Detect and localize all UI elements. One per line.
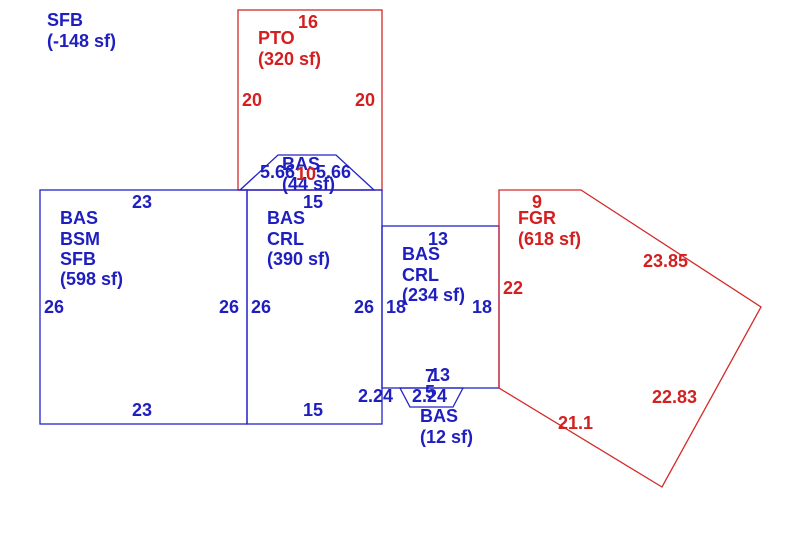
dim-bas-bottom-left: 2.24 bbox=[358, 386, 393, 406]
bsm-area: (598 sf) bbox=[60, 269, 123, 289]
crl-right-area: (234 sf) bbox=[402, 285, 465, 305]
dim-bsm-bottom: 23 bbox=[132, 400, 152, 420]
dim-bsm-left: 26 bbox=[44, 297, 64, 317]
dim-fgr-lower-right: 22.83 bbox=[652, 387, 697, 407]
bsm-label-3: SFB bbox=[60, 249, 96, 269]
bas-top-area: (44 sf) bbox=[282, 174, 335, 194]
bas-bottom-label: BAS bbox=[420, 406, 458, 426]
dim-bsm-top: 23 bbox=[132, 192, 152, 212]
legend-area: (-148 sf) bbox=[47, 31, 116, 51]
crl-mid-label-1: BAS bbox=[267, 208, 305, 228]
dim-crl-right-bottom: 13 bbox=[430, 365, 450, 385]
dim-crl-mid-bottom: 15 bbox=[303, 400, 323, 420]
fgr-area: (618 sf) bbox=[518, 229, 581, 249]
bsm-label-1: BAS bbox=[60, 208, 98, 228]
dim-pto-right: 20 bbox=[355, 90, 375, 110]
bsm-label-2: BSM bbox=[60, 229, 100, 249]
dim-pto-top: 16 bbox=[298, 12, 318, 32]
dim-bas-bottom-mid: 5 bbox=[425, 382, 435, 402]
fgr-area-outline bbox=[498, 189, 762, 488]
dim-pto-left: 20 bbox=[242, 90, 262, 110]
dim-bas-bottom-right: 2.24 bbox=[412, 386, 447, 406]
dim-crl-mid-top: 15 bbox=[303, 192, 323, 212]
bas-top-label: BAS bbox=[282, 154, 320, 174]
crl-mid-area: (390 sf) bbox=[267, 249, 330, 269]
dim-fgr-left: 22 bbox=[503, 278, 523, 298]
dim-fgr-upper-right: 23.85 bbox=[643, 251, 688, 271]
dim-fgr-top: 9 bbox=[532, 192, 542, 212]
pto-label: PTO bbox=[258, 28, 295, 48]
bas-bottom-area: (12 sf) bbox=[420, 427, 473, 447]
dim-fgr-bottom: 21.1 bbox=[558, 413, 593, 433]
crl-mid-label-2: CRL bbox=[267, 229, 304, 249]
crl-right-label-1: BAS bbox=[402, 244, 440, 264]
dim-crl-right-top: 13 bbox=[428, 229, 448, 249]
crl-right-label-2: CRL bbox=[402, 265, 439, 285]
legend-code: SFB bbox=[47, 10, 83, 30]
dim-crl-right-right: 18 bbox=[472, 297, 492, 317]
dim-crl-mid-left: 26 bbox=[251, 297, 271, 317]
dim-crl-mid-right: 26 bbox=[354, 297, 374, 317]
bas-bottom-area-outline bbox=[398, 387, 465, 408]
pto-area: (320 sf) bbox=[258, 49, 321, 69]
dim-crl-right-left: 18 bbox=[386, 297, 406, 317]
dim-bas-top-mid: 10 bbox=[296, 164, 316, 184]
dim-bas-top-right: 5.66 bbox=[316, 162, 351, 182]
dim-bas-top-left: 5.66 bbox=[260, 162, 295, 182]
fgr-label: FGR bbox=[518, 208, 556, 228]
dim-bsm-right: 26 bbox=[219, 297, 239, 317]
dim-bas-bottom-top: 7 bbox=[425, 366, 435, 386]
